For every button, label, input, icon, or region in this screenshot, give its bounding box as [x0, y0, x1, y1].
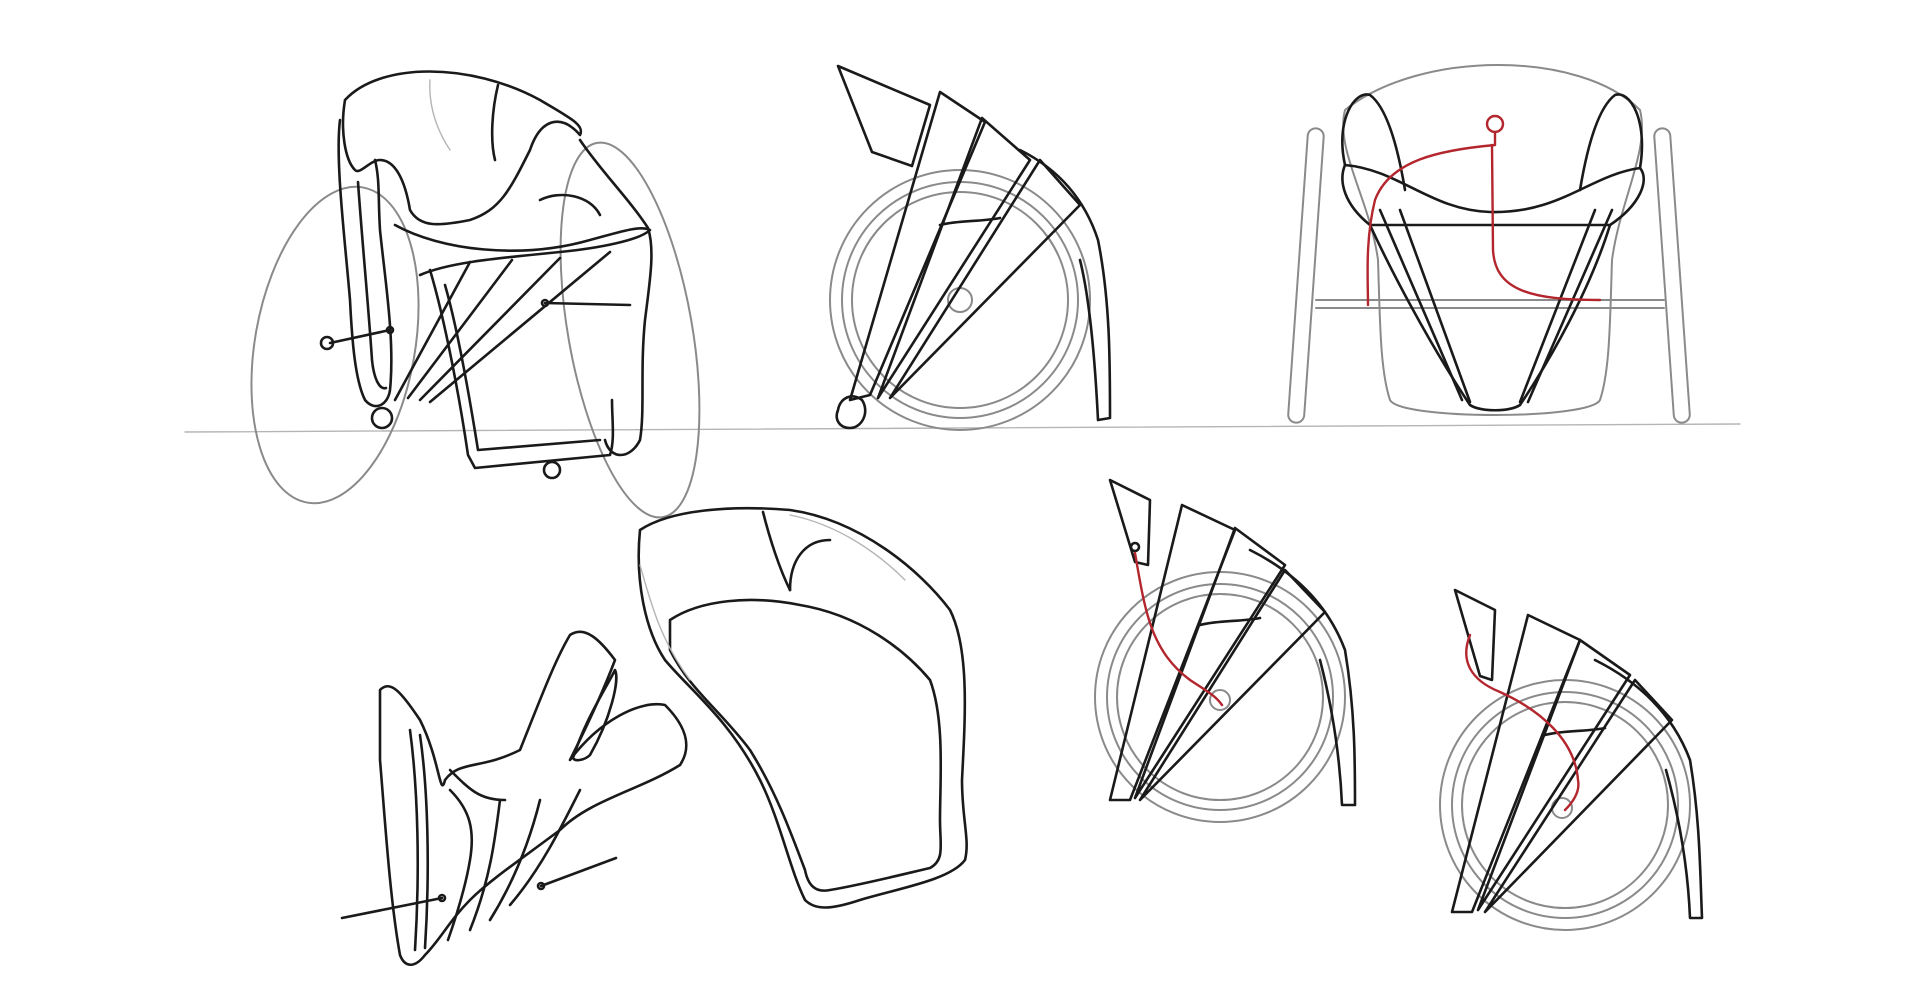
variant-a-fin-3	[1138, 568, 1327, 802]
shell-inner	[668, 598, 943, 892]
seat-back-line	[429, 79, 451, 151]
front-head-point	[1485, 114, 1505, 134]
side-caster	[835, 395, 867, 430]
variant-a-wheel-inner	[1106, 583, 1334, 811]
front-v-spoke-4	[1526, 208, 1614, 404]
variant-b-back-fin	[1453, 588, 1497, 682]
left-armrest-inner	[356, 180, 388, 390]
right-armrest-inner	[538, 193, 602, 217]
front-back-top-right	[1578, 93, 1644, 192]
shell-seam	[761, 510, 792, 592]
seat-pan	[393, 223, 652, 277]
side-fin-2	[876, 116, 1032, 400]
side-wheel-outer	[829, 169, 1091, 431]
variant-b-seat-line	[1543, 726, 1607, 737]
front-back-top-left	[1341, 93, 1407, 192]
shell-seam-light-2	[789, 514, 906, 581]
variant-b-fin-1	[1450, 613, 1582, 914]
frame-outer	[378, 630, 688, 967]
frame-spoke-3	[418, 256, 562, 402]
variant-a-seat-line	[1198, 616, 1262, 627]
frame-seat-edge	[448, 768, 507, 802]
variant-a-hub	[1209, 689, 1231, 711]
shell-outer	[637, 506, 968, 909]
variant-a-pivot	[1129, 541, 1141, 553]
variant-b-hub	[1551, 797, 1573, 819]
seat-back	[341, 70, 583, 226]
frame-axle-right-end	[536, 881, 546, 891]
side-armrest	[1018, 148, 1112, 422]
variant-a-ergo-curve	[1133, 551, 1224, 707]
variant-a-fin-2	[1133, 526, 1287, 800]
frame-inner-3	[488, 798, 542, 922]
wheelchair-front-sketch	[1287, 64, 1691, 424]
variant-b-armrest	[1593, 658, 1704, 920]
front-v-spoke-1	[1378, 208, 1464, 402]
footrest-loop	[428, 268, 615, 470]
variant-a-back-fin	[1108, 478, 1152, 567]
left-armrest	[337, 118, 393, 408]
right-armrest	[578, 138, 653, 457]
side-back-fin	[836, 64, 932, 168]
side-profile-variant-b-sketch	[1439, 588, 1704, 931]
front-ergo-curve	[1366, 130, 1497, 307]
variant-b-ergo-curve	[1465, 633, 1580, 812]
variant-b-wheel-rim	[1461, 701, 1669, 909]
front-caster-right	[542, 460, 562, 480]
frame-axle-right	[539, 856, 618, 888]
side-fin-3	[888, 158, 1082, 400]
front-right-wheel	[1653, 127, 1691, 424]
near-axle-end	[385, 325, 395, 335]
frame-spoke-2	[406, 258, 514, 400]
variant-a-wheel-outer	[1094, 571, 1346, 823]
front-caster-left	[370, 406, 394, 430]
variant-a-armrest	[1248, 548, 1357, 807]
front-v-frame	[1368, 223, 1612, 412]
front-ergo-spine	[1490, 143, 1602, 302]
variant-a-fin-1	[1108, 503, 1237, 802]
frame-inner-1	[446, 788, 474, 942]
front-left-wheel	[1287, 127, 1325, 424]
frame-axle-left-end	[437, 893, 447, 903]
front-seat	[1341, 163, 1646, 227]
far-axle	[543, 301, 632, 307]
frame-spoke-1	[393, 260, 472, 402]
variant-b-fin-2	[1476, 638, 1632, 912]
frame-spoke-4	[428, 250, 612, 404]
frame-left-tube	[408, 728, 420, 952]
front-back-shell	[1342, 64, 1644, 416]
far-wheel	[559, 141, 701, 519]
shell-seam-2	[788, 538, 832, 592]
variant-b-wheel-outer	[1439, 679, 1691, 931]
footrest-loop-inner	[443, 283, 602, 452]
side-wheel-inner	[841, 181, 1079, 419]
shell-seam-light	[639, 564, 691, 681]
side-profile-variant-a-sketch	[1094, 478, 1357, 823]
wheelchair-side-profile-sketch	[829, 64, 1112, 431]
side-seat-line	[938, 216, 1002, 227]
ground-line	[184, 423, 1741, 433]
front-v-spoke-3	[1518, 208, 1597, 404]
seat-shell-exploded-sketch	[637, 506, 968, 909]
wheelchair-three-quarter-sketch	[250, 70, 701, 519]
frame-left-tube-2	[418, 733, 430, 950]
seat-back-seam	[490, 83, 500, 162]
frame-axle-left	[340, 896, 444, 920]
side-wheel-rim	[851, 191, 1069, 409]
variant-a-wheel-rim	[1116, 593, 1324, 801]
frame-cutout	[571, 668, 618, 762]
frame-exploded-sketch	[340, 630, 688, 967]
front-v-spoke-2	[1398, 208, 1472, 404]
frame-inner-4	[508, 788, 582, 907]
frame-inner-2	[468, 798, 502, 932]
variant-b-wheel-inner	[1451, 691, 1679, 919]
near-wheel	[250, 185, 420, 505]
side-fin-1	[848, 90, 987, 402]
variant-b-fin-3	[1483, 678, 1674, 914]
near-axle	[328, 328, 392, 345]
